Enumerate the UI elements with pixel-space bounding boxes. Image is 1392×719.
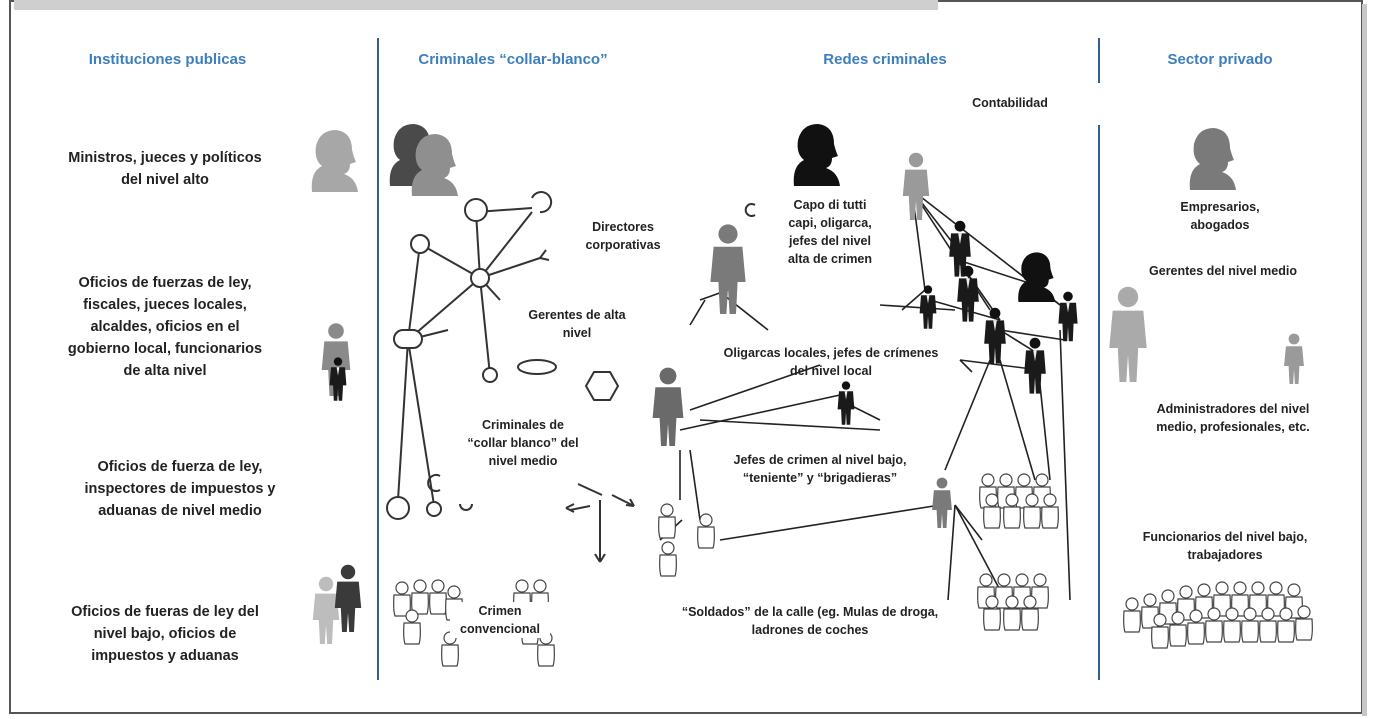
local-figure-icon	[837, 381, 855, 425]
conventional-crime-label: Crimen convencional	[450, 602, 550, 638]
accounting-label: Contabilidad	[972, 96, 1048, 110]
low-bosses-label: Jefes de crimen al nivel bajo, “teniente…	[733, 453, 907, 485]
street-soldiers-left-icon	[658, 503, 715, 577]
boss-label: Capo di tutti capi, oligarca, jefes del …	[787, 198, 873, 266]
directors-label: Directores corporativas	[585, 220, 661, 252]
header-criminal-networks: Redes criminales	[823, 51, 947, 68]
public-level-top: Ministros, jueces y políticos del nivel …	[68, 150, 262, 188]
local-bosses-label: Oligarcas locales, jefes de crímenes del…	[723, 346, 939, 378]
public-level-mid: Oficios de fuerza de ley, inspectores de…	[84, 459, 276, 519]
public-level-low: Oficios de fueras de ley del nivel bajo,…	[71, 604, 259, 664]
header-white-collar: Criminales “collar-blanco”	[418, 51, 608, 68]
senior-managers-label: Gerentes de alta nivel	[528, 308, 626, 340]
street-soldiers-right-icon	[977, 473, 1059, 631]
mid-managers-label: Gerentes del nivel medio	[1149, 264, 1297, 278]
low-officials-icon	[312, 564, 362, 644]
business-label: Empresarios, abogados	[1180, 200, 1260, 232]
lieutenant-icon	[652, 367, 684, 446]
mid-manager-left-icon	[1109, 286, 1147, 382]
boss-head-icon	[793, 124, 840, 186]
header-private-sector: Sector privado	[1167, 51, 1273, 68]
white-collar-network	[386, 191, 756, 563]
officials-icon	[321, 323, 351, 401]
local-boss-icon	[710, 224, 746, 314]
frame-shadow	[1362, 4, 1367, 716]
street-soldiers-label: “Soldados” de la calle (eg. Mulas de dro…	[681, 605, 939, 637]
mid-criminals-label: Criminales de “collar blanco” del nivel …	[467, 418, 579, 468]
mid-manager-right-icon	[1284, 333, 1304, 384]
network-boss-figure-icon	[1018, 252, 1056, 302]
workers-pawns-icon	[1123, 581, 1313, 649]
administrators-label: Administradores del nivel medio, profesi…	[1156, 402, 1310, 434]
workers-label: Funcionarios del nivel bajo, trabajadore…	[1142, 530, 1308, 562]
minister-head-icon	[311, 130, 358, 192]
header-public-institutions: Instituciones publicas	[88, 51, 247, 68]
business-head-icon	[1189, 128, 1236, 190]
public-level-high: Oficios de fuerzas de ley, fiscales, jue…	[67, 275, 263, 379]
top-bar	[14, 0, 938, 10]
white-collar-heads-icon	[389, 124, 458, 196]
